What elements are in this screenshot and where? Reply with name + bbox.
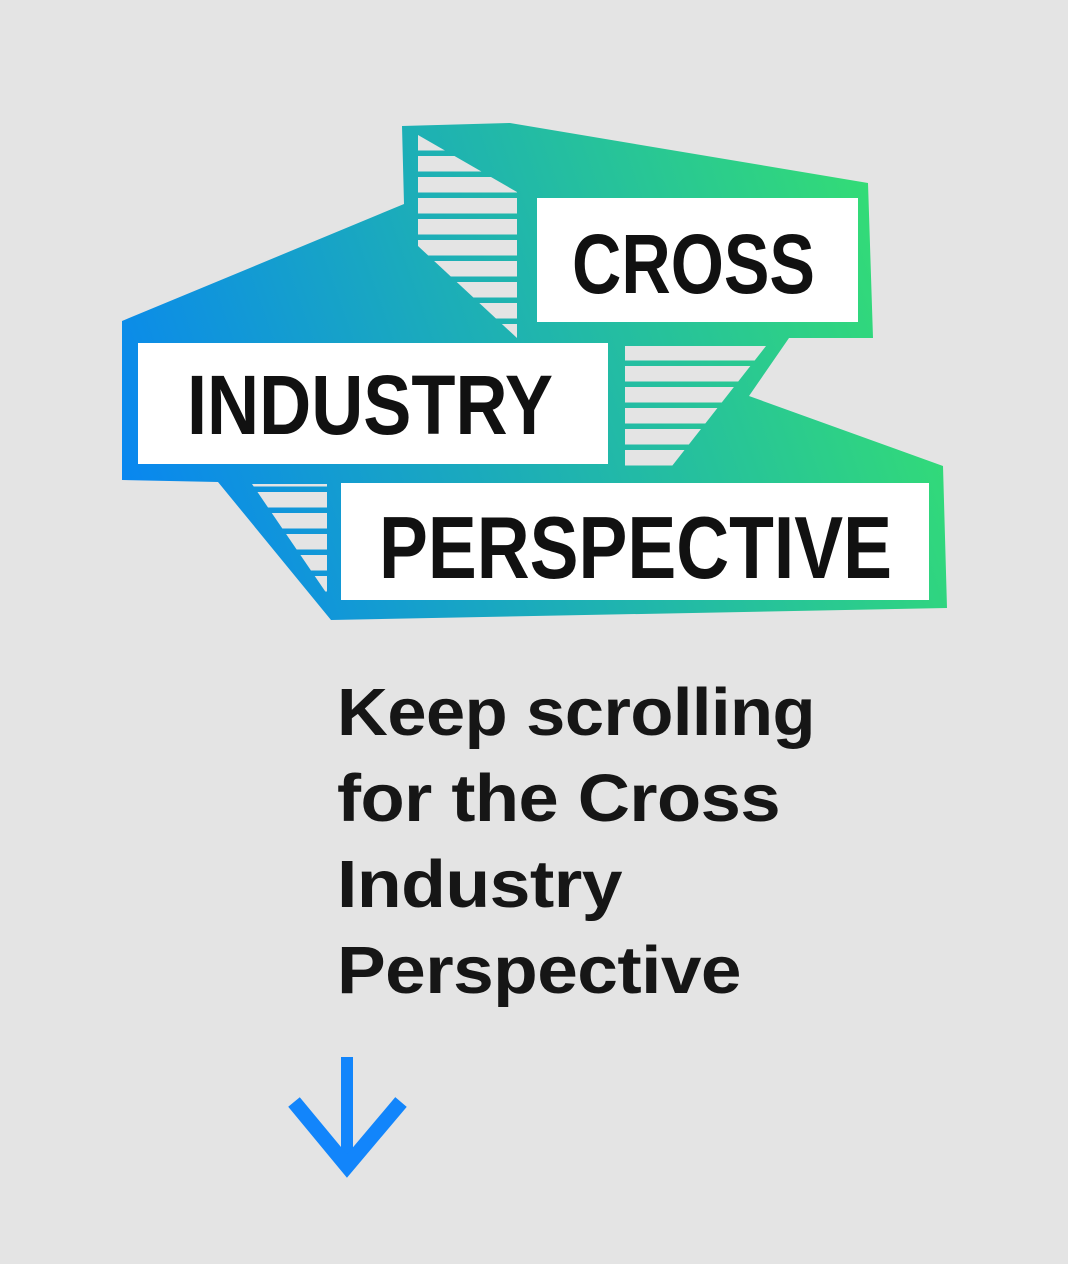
logo-hatch-middle [625, 346, 766, 466]
scroll-prompt-line: for the Cross [337, 761, 780, 836]
scroll-prompt-line: Industry [337, 847, 622, 922]
cross-industry-perspective-logo: CROSS INDUSTRY PERSPECTIVE [122, 123, 947, 620]
scroll-down-arrow-icon[interactable] [288, 1057, 407, 1178]
logo-box-industry [138, 343, 608, 464]
arrow-head [288, 1097, 407, 1178]
logo-box-cross [537, 198, 858, 322]
logo-word-cross: CROSS [572, 217, 815, 311]
scroll-prompt-line: Perspective [337, 933, 741, 1008]
scroll-prompt-line: Keep scrolling [337, 675, 815, 750]
scroll-prompt: Keep scrolling for the Cross Industry Pe… [337, 675, 816, 1008]
logo-word-perspective: PERSPECTIVE [379, 498, 892, 597]
logo-hatch-top [418, 135, 517, 338]
logo-box-perspective [341, 483, 929, 600]
logo-hatch-bottom [252, 484, 327, 594]
logo-word-industry: INDUSTRY [187, 358, 553, 452]
